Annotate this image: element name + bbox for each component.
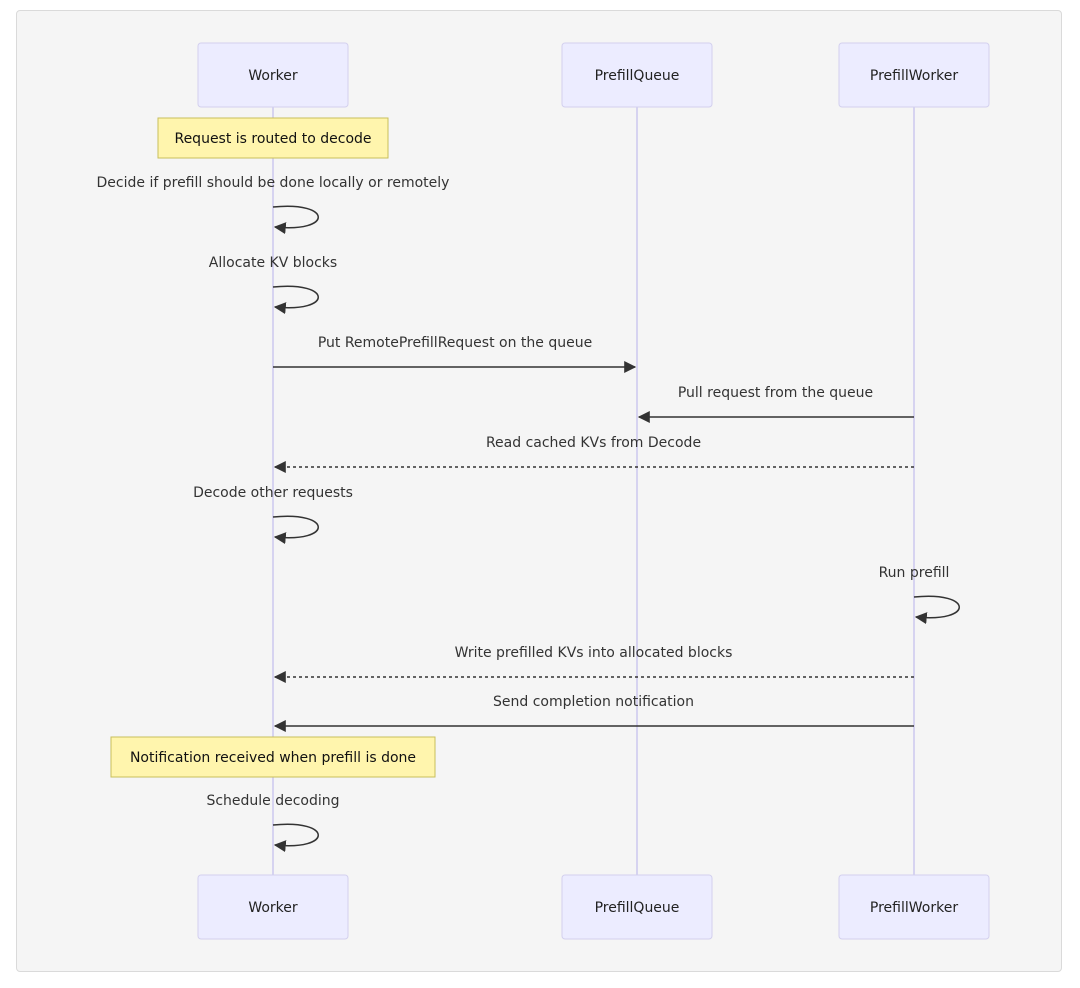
- self-message-arrow: [272, 205, 319, 235]
- message-label: Write prefilled KVs into allocated block…: [455, 645, 733, 661]
- self-message-label: Run prefill: [879, 565, 950, 581]
- actor-label: PrefillWorker: [870, 900, 958, 916]
- step-note: Request is routed to decode: [157, 117, 389, 159]
- actor-label: Worker: [248, 900, 298, 916]
- step-self: Decode other requests: [193, 485, 353, 545]
- self-message-arrow: [272, 515, 319, 545]
- self-message-arrow: [913, 595, 960, 625]
- self-message-arrow: [272, 285, 319, 315]
- self-message-label: Decide if prefill should be done locally…: [97, 175, 450, 191]
- note-box: [110, 736, 436, 778]
- actor-label: PrefillQueue: [595, 68, 680, 84]
- step-self: Run prefill: [879, 565, 960, 625]
- step-msg: Write prefilled KVs into allocated block…: [273, 645, 914, 683]
- actor-label: PrefillQueue: [595, 900, 680, 916]
- message-label: Read cached KVs from Decode: [486, 435, 701, 451]
- note-text: Request is routed to decode: [174, 131, 371, 147]
- message-label: Put RemotePrefillRequest on the queue: [318, 335, 592, 351]
- message-label: Pull request from the queue: [678, 385, 873, 401]
- message-label: Send completion notification: [493, 694, 694, 710]
- actor-label: Worker: [248, 68, 298, 84]
- actor-box-pworker-bottom: PrefillWorker: [838, 874, 990, 940]
- self-message-label: Schedule decoding: [206, 793, 339, 809]
- note-text: Notification received when prefill is do…: [130, 750, 416, 766]
- actor-box-pworker-top: PrefillWorker: [838, 42, 990, 108]
- self-message-label: Allocate KV blocks: [209, 255, 337, 271]
- actor-label: PrefillWorker: [870, 68, 958, 84]
- actor-box-queue-top: PrefillQueue: [561, 42, 713, 108]
- step-msg: Put RemotePrefillRequest on the queue: [273, 335, 637, 373]
- step-self: Allocate KV blocks: [209, 255, 337, 315]
- actor-box-worker-top: Worker: [197, 42, 349, 108]
- note-box: [157, 117, 389, 159]
- step-note: Notification received when prefill is do…: [110, 736, 436, 778]
- actor-box-queue-bottom: PrefillQueue: [561, 874, 713, 940]
- step-msg: Pull request from the queue: [637, 385, 914, 423]
- step-msg: Send completion notification: [273, 694, 914, 732]
- step-msg: Read cached KVs from Decode: [273, 435, 914, 473]
- actor-box-worker-bottom: Worker: [197, 874, 349, 940]
- self-message-arrow: [272, 823, 319, 853]
- step-self: Schedule decoding: [206, 793, 340, 853]
- step-self: Decide if prefill should be done locally…: [97, 175, 450, 235]
- self-message-label: Decode other requests: [193, 485, 353, 501]
